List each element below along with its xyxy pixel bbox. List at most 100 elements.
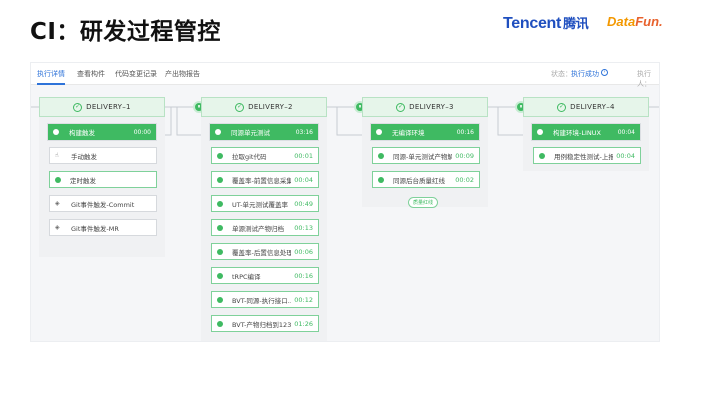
step-duration: 00:13 bbox=[294, 223, 313, 232]
step-duration: 00:09 bbox=[455, 151, 474, 160]
stage-header[interactable]: ✓ DELIVERY–3 bbox=[362, 97, 488, 117]
step-label: Git事件触发-MR bbox=[71, 224, 119, 233]
tab-execution-detail[interactable]: 执行详情 bbox=[37, 70, 65, 78]
datafun-logo-prefix: Data bbox=[607, 14, 636, 29]
connector-3-4 bbox=[481, 106, 530, 136]
check-circle-icon bbox=[217, 152, 223, 159]
job-duration: 00:16 bbox=[456, 128, 474, 136]
step-item[interactable]: 定时触发 bbox=[49, 171, 157, 188]
step-label: 同源-单元测试产物解析 bbox=[393, 152, 452, 161]
quality-gate-tag[interactable]: 质量红线 bbox=[408, 197, 439, 208]
tencent-logo-cn: 腾讯 bbox=[563, 17, 589, 32]
job-box[interactable]: 无编译环境 00:16 bbox=[370, 123, 480, 141]
tencent-logo-en: Tencent bbox=[503, 15, 562, 32]
job-duration: 00:00 bbox=[133, 128, 151, 136]
tab-code-changes[interactable]: 代码变更记录 bbox=[115, 70, 157, 78]
step-duration: 00:16 bbox=[294, 271, 313, 280]
status-dot-icon bbox=[376, 129, 382, 135]
step-label: 覆盖率-后置信息处理 bbox=[232, 248, 292, 257]
check-circle-icon bbox=[217, 200, 223, 207]
check-circle-icon: ✓ bbox=[396, 102, 406, 112]
job-header[interactable]: 无编译环境 00:16 bbox=[371, 124, 479, 140]
hand-icon: ☝ bbox=[55, 151, 59, 159]
check-circle-icon: ✓ bbox=[73, 102, 83, 112]
tab-view-artifacts[interactable]: 查看构件 bbox=[77, 70, 105, 78]
connector-1-2 bbox=[159, 106, 209, 136]
info-circle-icon[interactable]: › bbox=[601, 69, 608, 76]
check-circle-icon: ✓ bbox=[235, 102, 245, 112]
step-duration: 00:06 bbox=[294, 247, 313, 256]
check-circle-icon bbox=[378, 176, 384, 183]
connector-2-3 bbox=[320, 106, 369, 136]
stage-name: DELIVERY–4 bbox=[570, 103, 615, 111]
check-circle-icon bbox=[217, 248, 223, 255]
job-title: 构建触发 bbox=[69, 129, 95, 137]
status-dot-icon bbox=[215, 129, 221, 135]
job-header[interactable]: 同源单元测试 03:16 bbox=[210, 124, 318, 140]
step-item[interactable]: 同源-单元测试产物解析00:09 bbox=[372, 147, 480, 164]
stage-name: DELIVERY–1 bbox=[86, 103, 131, 111]
step-duration: 00:49 bbox=[294, 199, 313, 208]
datafun-logo: DataFun. bbox=[607, 14, 663, 29]
job-title: 无编译环境 bbox=[392, 129, 425, 137]
step-item[interactable]: ☝ 手动触发 bbox=[49, 147, 157, 164]
step-duration: 00:02 bbox=[455, 175, 474, 184]
step-item[interactable]: ◈ Git事件触发-Commit bbox=[49, 195, 157, 212]
active-tab-indicator bbox=[37, 83, 65, 85]
step-label: 手动触发 bbox=[71, 152, 97, 161]
step-item[interactable]: 同源后台质量红线 00:02 bbox=[372, 171, 480, 188]
job-box[interactable]: 同源单元测试 03:16 bbox=[209, 123, 319, 141]
job-duration: 00:04 bbox=[617, 128, 635, 136]
step-item[interactable]: UT-单元测试覆盖率 00:49 bbox=[211, 195, 319, 212]
executor-label: 执行人： bbox=[637, 70, 651, 88]
stage-header[interactable]: ✓ DELIVERY–2 bbox=[201, 97, 327, 117]
git-icon: ◈ bbox=[55, 223, 60, 231]
tab-bar: 执行详情 查看构件 代码变更记录 产出物报告 状态： 执行成功 › 执行人： bbox=[31, 63, 659, 88]
check-circle-icon bbox=[378, 152, 384, 159]
job-box[interactable]: 构建环境-LINUX 00:04 bbox=[531, 123, 641, 141]
stage-name: DELIVERY–3 bbox=[409, 103, 454, 111]
step-label: UT-单元测试覆盖率 bbox=[232, 200, 288, 209]
stage-name: DELIVERY–2 bbox=[248, 103, 293, 111]
step-label: tRPC编译 bbox=[232, 272, 261, 281]
step-item[interactable]: ◈ Git事件触发-MR bbox=[49, 219, 157, 236]
check-circle-icon bbox=[217, 272, 223, 279]
check-circle-icon: ✓ bbox=[557, 102, 567, 112]
check-circle-icon bbox=[217, 224, 223, 231]
step-label: 覆盖率-前置信息采集 bbox=[232, 176, 292, 185]
stage-column-1: ✓ DELIVERY–1 构建触发 00:00 ☝ 手动触发 定时触发 ◈ Gi… bbox=[39, 97, 165, 257]
check-circle-icon bbox=[55, 176, 61, 183]
step-label: 用例稳定性测试-上报... bbox=[554, 152, 613, 161]
tab-output-report[interactable]: 产出物报告 bbox=[165, 70, 200, 78]
job-box[interactable]: 构建触发 00:00 bbox=[47, 123, 157, 141]
job-title: 同源单元测试 bbox=[231, 129, 270, 137]
step-label: BVT-产物归档到123... bbox=[232, 320, 292, 329]
step-item[interactable]: BVT-产物归档到123...01:26 bbox=[211, 315, 319, 332]
status-dot-icon bbox=[53, 129, 59, 135]
stage-column-4: ✓ DELIVERY–4 构建环境-LINUX 00:04 用例稳定性测试-上报… bbox=[523, 97, 649, 171]
step-duration: 00:12 bbox=[294, 295, 313, 304]
status-label: 状态： bbox=[551, 70, 572, 78]
job-header[interactable]: 构建触发 00:00 bbox=[48, 124, 156, 140]
status-dot-icon bbox=[537, 129, 543, 135]
step-label: 同源后台质量红线 bbox=[393, 176, 445, 185]
pipeline-app: 执行详情 查看构件 代码变更记录 产出物报告 状态： 执行成功 › 执行人： ✓… bbox=[30, 62, 660, 342]
step-item[interactable]: tRPC编译 00:16 bbox=[211, 267, 319, 284]
check-circle-icon bbox=[539, 152, 545, 159]
step-item[interactable]: BVT-同源-执行接口...00:12 bbox=[211, 291, 319, 308]
check-circle-icon bbox=[217, 176, 223, 183]
job-header[interactable]: 构建环境-LINUX 00:04 bbox=[532, 124, 640, 140]
status-value: 执行成功 bbox=[571, 70, 599, 78]
step-duration: 01:26 bbox=[294, 319, 313, 328]
page-title: CI：研发过程管控 bbox=[30, 19, 221, 45]
stage-header[interactable]: ✓ DELIVERY–1 bbox=[39, 97, 165, 117]
step-item[interactable]: 用例稳定性测试-上报...00:04 bbox=[533, 147, 641, 164]
step-label: 定时触发 bbox=[70, 176, 96, 185]
step-duration: 00:04 bbox=[616, 151, 635, 160]
stage-header[interactable]: ✓ DELIVERY–4 bbox=[523, 97, 649, 117]
